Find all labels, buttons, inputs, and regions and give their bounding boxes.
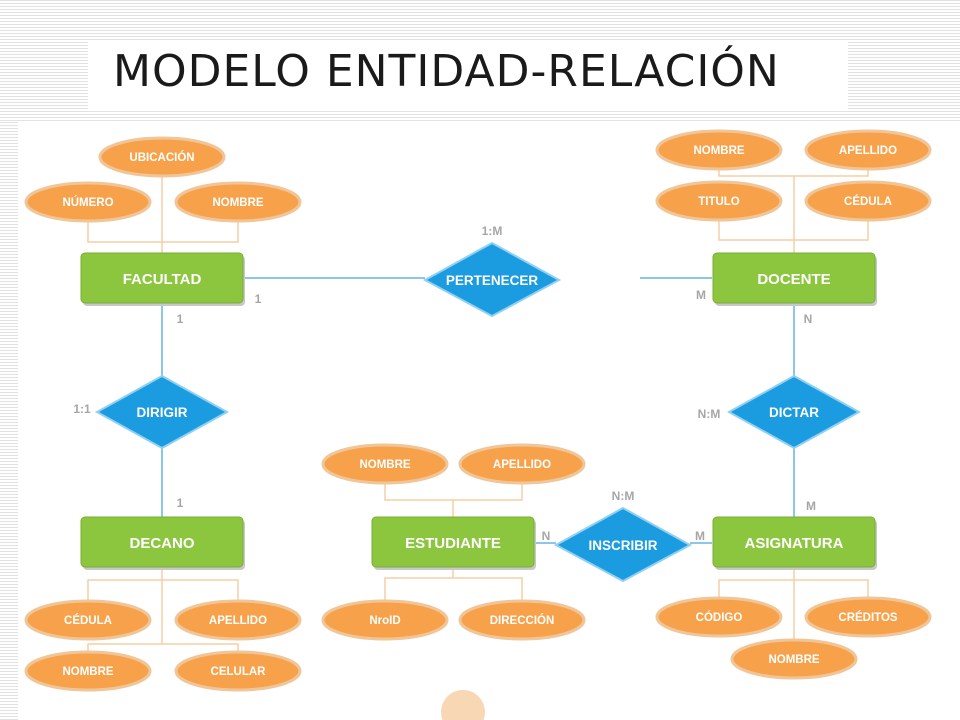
attribute-facultad-nombre: NOMBRE [174, 181, 302, 223]
attribute-estudiante-nroid: NroID [321, 599, 449, 641]
cardinality-inscribir: N:M [612, 489, 635, 503]
conn-estudiante-nroid-direccion [384, 577, 523, 603]
entity-docente-label: DOCENTE [757, 271, 830, 288]
cardinality-dirigir: 1:1 [73, 402, 91, 416]
relationship-dictar: DICTAR [726, 374, 862, 450]
relationship-connectors [161, 277, 795, 544]
entity-decano-label: DECANO [129, 535, 194, 552]
cardinality-pertenecer: 1:M [482, 224, 503, 238]
attribute-estudiante-direccion-label: DIRECCIÓN [490, 614, 555, 627]
attribute-docente-nombre-label: NOMBRE [693, 145, 744, 157]
relationship-pertenecer: PERTENECER [422, 241, 562, 318]
entity-facultad: FACULTAD [80, 252, 245, 306]
relationship-pertenecer-label: PERTENECER [446, 273, 539, 288]
attribute-docente-nombre: NOMBRE [655, 129, 783, 171]
cardinality-dirigir-facultad: 1 [177, 312, 184, 326]
cardinality-pertenecer-facultad: 1 [255, 292, 262, 306]
conn-decano-cedula-apellido [87, 579, 239, 603]
attribute-docente-cedula-label: CÉDULA [844, 195, 892, 208]
attribute-facultad-numero-label: NÚMERO [62, 196, 113, 209]
attribute-docente-titulo: TITULO [655, 180, 783, 222]
conn-facultad-numero-nombre [87, 218, 239, 243]
title-backdrop [88, 40, 848, 110]
attribute-estudiante-apellido: APELLIDO [458, 443, 586, 485]
attribute-docente-titulo-label: TITULO [698, 196, 740, 208]
attribute-decano-apellido-label: APELLIDO [209, 615, 267, 627]
entity-docente: DOCENTE [712, 252, 877, 306]
entity-asignatura-label: ASIGNATURA [745, 535, 844, 552]
entity-asignatura: ASIGNATURA [712, 516, 877, 570]
relationship-dirigir-label: DIRIGIR [136, 405, 187, 420]
attribute-asignatura-codigo-label: CÓDIGO [696, 611, 743, 624]
attribute-asignatura-codigo: CÓDIGO [655, 596, 783, 638]
attribute-ubicacion: UBICACIÓN [98, 136, 226, 178]
attribute-decano-celular-label: CELULAR [211, 666, 267, 678]
attribute-estudiante-apellido-label: APELLIDO [493, 459, 551, 471]
cardinality-inscribir-estudiante: N [542, 529, 551, 543]
entity-decano: DECANO [80, 516, 245, 570]
bottom-decor-circle [441, 690, 485, 720]
attribute-estudiante-nroid-label: NroID [369, 615, 400, 627]
cardinality-dictar-asignatura: M [806, 499, 816, 513]
relationship-inscribir: INSCRIBIR [553, 506, 693, 583]
attribute-docente-cedula: CÉDULA [804, 180, 932, 222]
attribute-decano-cedula: CÉDULA [24, 599, 152, 641]
entity-estudiante: ESTUDIANTE [371, 516, 536, 570]
attribute-estudiante-nombre: NOMBRE [321, 443, 449, 485]
attribute-estudiante-nombre-label: NOMBRE [359, 459, 410, 471]
entity-estudiante-label: ESTUDIANTE [405, 535, 501, 552]
attribute-estudiante-direccion: DIRECCIÓN [458, 599, 586, 641]
attribute-docente-apellido-label: APELLIDO [839, 145, 897, 157]
cardinality-dictar-docente: N [804, 312, 813, 326]
attribute-docente-apellido: APELLIDO [804, 129, 932, 171]
cardinality-pertenecer-docente: M [696, 288, 706, 302]
conn-asignatura-codigo-creditos [718, 579, 869, 601]
attribute-decano-cedula-label: CÉDULA [64, 614, 112, 627]
attribute-asignatura-nombre: NOMBRE [730, 638, 858, 680]
relationship-inscribir-label: INSCRIBIR [588, 538, 657, 553]
conn-decano-nombre-celular [87, 643, 239, 655]
attribute-ubicacion-label: UBICACIÓN [129, 151, 194, 164]
attribute-connectors [87, 166, 869, 655]
attribute-asignatura-creditos: CRÉDITOS [804, 596, 932, 638]
attribute-facultad-nombre-label: NOMBRE [212, 197, 263, 209]
relationship-dictar-label: DICTAR [769, 405, 819, 420]
cardinality-labels: 1:M 1 M 1 1:1 1 N N:M M N:M N M [73, 224, 816, 543]
attribute-facultad-numero: NÚMERO [24, 181, 152, 223]
attribute-asignatura-nombre-label: NOMBRE [768, 654, 819, 666]
attribute-decano-apellido: APELLIDO [174, 599, 302, 641]
cardinality-dictar: N:M [698, 407, 721, 421]
left-stripe-background [0, 122, 18, 720]
attribute-decano-nombre-label: NOMBRE [62, 666, 113, 678]
attribute-decano-celular: CELULAR [174, 650, 302, 692]
attribute-asignatura-creditos-label: CRÉDITOS [838, 611, 898, 624]
cardinality-inscribir-asignatura: M [695, 529, 705, 543]
entity-facultad-label: FACULTAD [123, 271, 202, 288]
attribute-decano-nombre: NOMBRE [24, 650, 152, 692]
relationship-dirigir: DIRIGIR [94, 374, 230, 450]
page-title: MODELO ENTIDAD-RELACIÓN [113, 46, 780, 97]
cardinality-dirigir-decano: 1 [177, 496, 184, 510]
